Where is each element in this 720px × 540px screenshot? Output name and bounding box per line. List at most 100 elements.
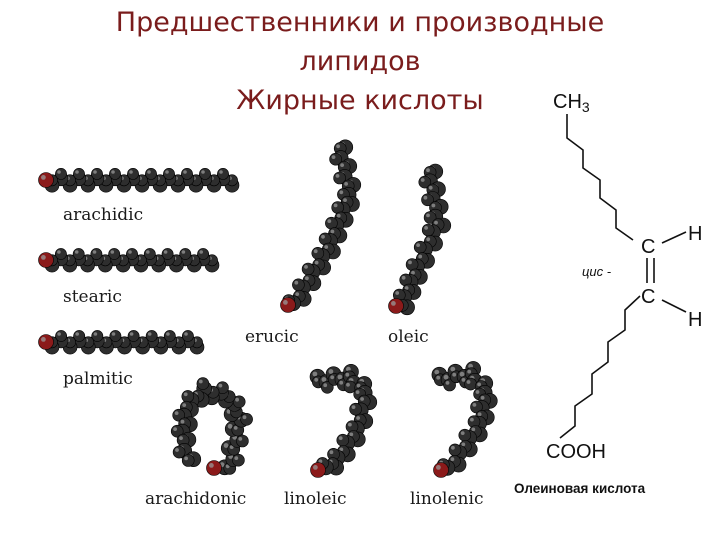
- atom-highlight: [329, 450, 334, 455]
- atom-highlight: [318, 459, 323, 464]
- atom-highlight: [242, 415, 247, 420]
- atom-highlight: [423, 195, 428, 200]
- atom-highlight: [431, 203, 436, 208]
- atom-highlight: [355, 390, 360, 394]
- atom-highlight: [295, 292, 300, 296]
- carbon-atom: [448, 443, 462, 457]
- atom-highlight: [336, 144, 340, 149]
- atom-highlight: [343, 198, 347, 203]
- atom-highlight: [235, 397, 240, 402]
- atom-highlight: [57, 332, 61, 336]
- oxygen-atom: [388, 298, 404, 314]
- atom-highlight: [174, 411, 179, 415]
- atom-highlight: [467, 369, 472, 374]
- atom-highlight: [450, 457, 455, 462]
- atom-highlight: [411, 270, 415, 275]
- atom-highlight: [424, 226, 428, 230]
- carbon-atom: [413, 240, 427, 254]
- oxygen-atom: [38, 252, 54, 268]
- slide-subtitle: Жирные кислоты: [236, 85, 484, 116]
- atom-highlight: [180, 419, 185, 424]
- atom-highlight: [163, 250, 168, 254]
- atom-highlight: [360, 397, 364, 401]
- atom-highlight: [468, 363, 473, 369]
- linolenic-model: [431, 361, 498, 478]
- atom-highlight: [339, 190, 344, 195]
- lower-hydrogen-label: H: [688, 309, 702, 331]
- palmitic-label: palmitic: [63, 369, 133, 389]
- atom-highlight: [147, 332, 152, 336]
- carbon-atom: [292, 278, 305, 292]
- atom-highlight: [294, 280, 299, 285]
- arachidic-label: arachidic: [63, 205, 144, 225]
- atom-highlight: [304, 265, 308, 269]
- lower-hydrocarbon-chain: [559, 295, 641, 439]
- carbon-atom: [181, 454, 195, 467]
- atom-highlight: [327, 219, 332, 224]
- arachidonic-model: [170, 377, 253, 476]
- lower-ch-bond: [661, 299, 687, 313]
- slide-title-line-1: Предшественники и производные: [115, 7, 605, 38]
- linoleic-model: [309, 363, 378, 478]
- atom-highlight: [477, 412, 482, 417]
- atom-highlight: [313, 465, 318, 470]
- atom-highlight: [129, 170, 133, 174]
- carbon-atom: [240, 412, 253, 426]
- carbon-atom: [236, 434, 249, 448]
- atom-highlight: [165, 170, 169, 174]
- oxygen-atom: [433, 462, 449, 478]
- upper-hydrocarbon-chain: [566, 114, 634, 241]
- atom-highlight: [201, 170, 205, 174]
- upper-ch-bond: [661, 231, 687, 244]
- atom-highlight: [199, 250, 203, 254]
- oleic-model: [388, 163, 452, 316]
- atom-highlight: [111, 332, 116, 336]
- atom-highlight: [175, 448, 179, 452]
- atom-highlight: [129, 332, 134, 336]
- atom-highlight: [314, 377, 319, 382]
- atom-highlight: [173, 427, 178, 431]
- atom-highlight: [75, 332, 79, 336]
- carboxyl-group-label: COOH: [546, 441, 606, 463]
- atom-highlight: [166, 332, 170, 336]
- atom-highlight: [328, 369, 334, 374]
- atom-highlight: [349, 432, 354, 437]
- arachidic-model: [38, 167, 240, 193]
- atom-highlight: [344, 182, 348, 186]
- atom-highlight: [461, 442, 466, 447]
- cis-label: цис -: [582, 264, 612, 279]
- carbon-atom: [301, 262, 315, 276]
- atom-highlight: [346, 382, 350, 387]
- atom-highlight: [283, 300, 288, 305]
- atom-highlight: [184, 456, 189, 461]
- carbon-atom: [196, 377, 210, 390]
- atom-highlight: [184, 332, 188, 336]
- atom-highlight: [183, 170, 187, 174]
- atom-highlight: [434, 369, 440, 375]
- atom-highlight: [57, 170, 61, 174]
- carbon-atom: [181, 390, 195, 403]
- arachidonic-label: arachidonic: [145, 489, 247, 509]
- atom-highlight: [74, 250, 79, 254]
- atom-highlight: [223, 443, 229, 448]
- atom-highlight: [110, 250, 115, 254]
- atom-highlight: [238, 437, 243, 441]
- atom-highlight: [348, 422, 352, 427]
- atom-highlight: [336, 213, 341, 218]
- atom-highlight: [477, 382, 481, 387]
- atom-highlight: [418, 254, 423, 259]
- atom-highlight: [339, 447, 344, 452]
- atom-highlight: [451, 445, 455, 450]
- atom-highlight: [147, 170, 151, 174]
- carbon-atom: [311, 247, 325, 260]
- atom-highlight: [183, 392, 188, 397]
- atom-highlight: [460, 431, 465, 435]
- methyl-group-label: CH3: [553, 91, 590, 115]
- palmitic-model: [38, 330, 205, 355]
- linolenic-label: linolenic: [410, 489, 484, 509]
- atom-highlight: [323, 383, 328, 388]
- atom-highlight: [330, 229, 335, 234]
- atom-highlight: [338, 436, 343, 440]
- atom-highlight: [93, 170, 97, 174]
